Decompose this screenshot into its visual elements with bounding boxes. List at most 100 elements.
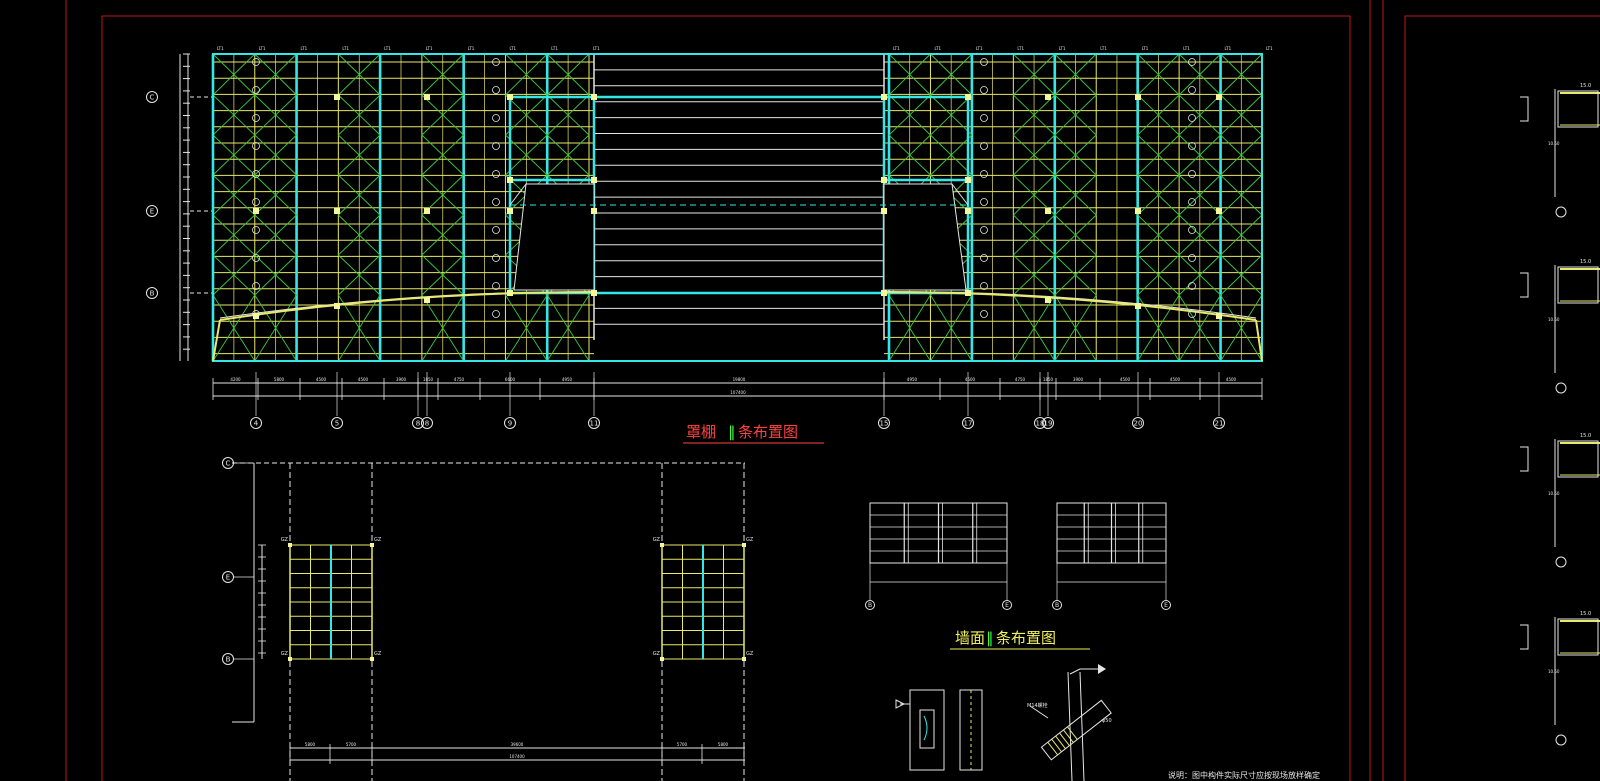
x-brace — [1054, 53, 1097, 96]
node-marker-icon — [881, 177, 887, 183]
member-marker-icon — [252, 198, 260, 206]
bolt-label: M14螺栓 — [1027, 702, 1048, 709]
node-marker-icon — [1216, 313, 1222, 319]
node-marker-icon — [881, 290, 887, 296]
x-brace — [930, 94, 973, 136]
axis-label: 8 — [425, 420, 429, 428]
axis-label: 19 — [1044, 420, 1053, 428]
member-marker-icon — [980, 254, 988, 262]
node-marker-icon — [334, 208, 340, 214]
member-marker-icon — [1188, 142, 1196, 150]
member-tag: LT1 — [426, 46, 433, 51]
gz-label: GZ — [374, 537, 382, 543]
node-marker-icon — [881, 94, 887, 100]
x-brace — [546, 94, 590, 136]
col-axis-bubble-icon — [504, 417, 516, 429]
gz-label: GZ — [746, 651, 754, 657]
axis-label: E — [150, 208, 154, 216]
node-marker-icon — [965, 208, 971, 214]
node-marker-icon — [334, 94, 340, 100]
node-marker-icon — [507, 94, 513, 100]
axis-label: 11 — [590, 420, 599, 428]
member-tag: LT1 — [1266, 46, 1273, 51]
axis-label: B — [1055, 602, 1059, 609]
x-brace — [1013, 254, 1056, 296]
member-marker-icon — [980, 142, 988, 150]
x-brace — [254, 94, 297, 136]
axis-label: 4 — [254, 420, 259, 428]
col-axis-bubble-icon — [421, 417, 433, 429]
section-axis-bubble-icon — [1555, 556, 1567, 568]
x-brace — [338, 254, 381, 296]
x-brace — [212, 214, 256, 256]
gz-label: GZ — [653, 537, 661, 543]
member-tag: LT1 — [509, 46, 516, 51]
section-box — [1557, 266, 1599, 304]
member-marker-icon — [980, 114, 988, 122]
gz-label: GZ — [281, 651, 289, 657]
dim-value: 4500 — [1120, 377, 1131, 382]
wall-title-part2: 条布置图 — [996, 629, 1056, 647]
member-tag: LT1 — [1017, 46, 1024, 51]
col-axis-bubble-icon — [962, 417, 974, 429]
eave-curve — [219, 291, 595, 321]
node-marker-icon — [660, 657, 664, 661]
member-tag: LT1 — [217, 46, 224, 51]
node-marker-icon — [288, 657, 292, 661]
dim-value: 4500 — [358, 377, 369, 382]
member-marker-icon — [492, 142, 500, 150]
col-axis-bubble-icon — [1042, 417, 1054, 429]
x-brace — [505, 53, 548, 96]
axis-label: E — [1005, 602, 1009, 609]
sheet-frame — [65, 0, 1600, 781]
member-marker-icon — [492, 282, 500, 290]
dim-value: 5800 — [718, 742, 729, 747]
roof-structure-lines — [211, 53, 1263, 362]
member-marker-icon — [1188, 282, 1196, 290]
member-marker-icon — [1188, 58, 1196, 66]
x-brace — [1137, 294, 1180, 362]
gz-label: GZ — [281, 537, 289, 543]
x-brace — [421, 294, 465, 362]
dim-value: 39600 — [511, 742, 524, 747]
member-marker-icon — [1188, 310, 1196, 318]
row-axis-bubble-icon — [222, 653, 234, 665]
dim-value: 3900 — [396, 377, 407, 382]
member-marker-icon — [492, 226, 500, 234]
member-tag: LT1 — [593, 46, 600, 51]
x-brace — [1054, 254, 1097, 296]
x-brace — [1178, 53, 1221, 96]
edge-line — [212, 319, 221, 362]
member-marker-icon — [980, 58, 988, 66]
sub-elevation-value: 10.50 — [1548, 141, 1560, 146]
node-marker-icon — [424, 297, 430, 303]
member-marker-icon — [252, 226, 260, 234]
roof-outline — [212, 53, 1263, 362]
wall-title-part1: 墙面 — [955, 629, 985, 647]
roof-title-part2: 条布置图 — [738, 423, 798, 441]
x-brace — [254, 174, 297, 216]
x-brace — [1137, 254, 1180, 296]
x-brace — [421, 254, 464, 296]
col-axis-bubble-icon — [1213, 417, 1225, 429]
elev-axis-bubble-icon — [865, 600, 875, 610]
section-axis-bubble-icon — [1555, 734, 1567, 746]
x-brace — [421, 214, 464, 256]
section-mark-icon — [1520, 624, 1529, 650]
x-brace — [1178, 214, 1221, 256]
x-brace — [254, 294, 297, 362]
member-tag: LT1 — [1142, 46, 1149, 51]
x-brace — [212, 254, 256, 296]
member-marker-icon — [252, 86, 260, 94]
section-mark-icon — [1520, 272, 1529, 298]
dim-value: 1850 — [1043, 377, 1054, 382]
section-axis-bubble-icon — [1555, 382, 1567, 394]
x-brace — [337, 294, 381, 362]
node-marker-icon — [1135, 208, 1141, 214]
node-marker-icon — [1135, 303, 1141, 309]
member-marker-icon — [492, 254, 500, 262]
dim-value: 3900 — [1073, 377, 1084, 382]
